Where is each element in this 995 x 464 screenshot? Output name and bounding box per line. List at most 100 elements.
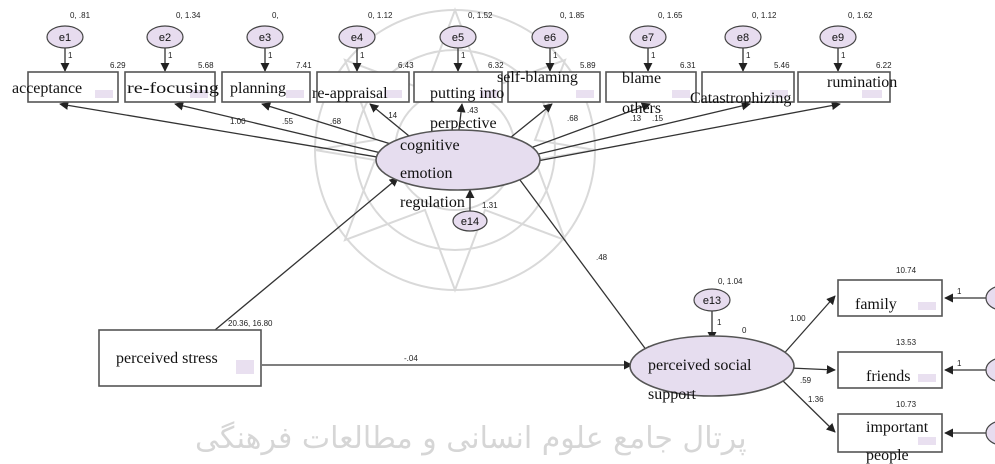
path-selfblaming <box>504 103 553 143</box>
indicator-self-blaming: self-blaming 5.89 <box>497 61 601 103</box>
error-variance: 0, 1.34 <box>176 11 201 20</box>
indicator-intercept: 5.89 <box>580 61 596 70</box>
indicator-label: re-focusing <box>127 80 219 97</box>
error-label: e8 <box>737 32 749 44</box>
indicator-intercept: 5.68 <box>198 61 214 70</box>
loading-refocusing: .55 <box>282 117 294 126</box>
unit-9: 1 <box>841 51 846 60</box>
outcome-label: family <box>855 296 897 313</box>
pss-mean: 0 <box>742 326 747 335</box>
error-e7: e7 0, 1.65 <box>629 11 683 49</box>
watermark-text: پرتال جامع علوم انسانی و مطالعات فرهنگی <box>195 421 747 456</box>
path-refocusing <box>174 101 399 158</box>
indicator-intercept: 6.22 <box>876 61 892 70</box>
error-e3: e3 0, <box>246 11 284 49</box>
error-variance: 0, <box>272 11 279 20</box>
observed-perceived-stress: perceived stress 20.36, 16.80 <box>98 319 273 387</box>
error-label: e4 <box>351 32 363 44</box>
loading-acceptance: 1.00 <box>230 117 246 126</box>
path-blame <box>524 102 651 151</box>
indicator-rumination: rumination 6.22 <box>797 61 897 103</box>
error-label: e9 <box>832 32 844 44</box>
indicator-planning: planning 7.41 <box>221 61 312 103</box>
unit-8: 1 <box>746 51 751 60</box>
outcome-loading: 1.36 <box>808 395 824 404</box>
error-label: e6 <box>544 32 556 44</box>
error-variance: 0, 1.04 <box>718 277 743 286</box>
error-e9: e9 0, 1.62 <box>819 11 873 49</box>
error-e5: e5 0, 1.52 <box>439 11 493 49</box>
error-e1: e1 0, .81 <box>46 11 91 49</box>
outcome-family: family 10.74 1.00 1 <box>790 266 962 323</box>
error-e6: e6 0, 1.85 <box>531 11 585 49</box>
error-e13: e13 0, 1.04 1 0 <box>693 277 747 335</box>
unit-e13: 1 <box>717 318 722 327</box>
indicator-intercept: 7.41 <box>296 61 312 70</box>
unit-friends: 1 <box>957 359 962 368</box>
loading-selfblaming: .68 <box>567 114 579 123</box>
indicator-intercept: 6.29 <box>110 61 126 70</box>
right-error-terms <box>985 286 995 445</box>
indicator-intercept: 6.32 <box>488 61 504 70</box>
cer-loadings: 1.00 .55 .68 .14 .43 .68 .13 .15 <box>230 106 664 126</box>
unit-3: 1 <box>268 51 273 60</box>
indicator-intercept: 6.43 <box>398 61 414 70</box>
stress-values: 20.36, 16.80 <box>228 319 273 328</box>
unit-4: 1 <box>360 51 365 60</box>
error-important <box>985 421 995 445</box>
latent-perceived-social-support: perceived social support <box>629 335 795 403</box>
error-terms: e1 0, .81 e2 0, 1.34 e3 0, e4 0, 1.12 e5… <box>46 11 873 49</box>
error-label: e2 <box>159 32 171 44</box>
outcome-loading: 1.00 <box>790 314 806 323</box>
indicator-label: rumination <box>827 74 897 91</box>
outcome-label: important <box>866 419 929 436</box>
indicator-label: blame <box>622 70 661 87</box>
unit-2: 1 <box>168 51 173 60</box>
error-variance: 0, .81 <box>70 11 91 20</box>
path-acceptance <box>59 100 396 161</box>
error-friends <box>985 358 995 382</box>
error-variance: 0, 1.12 <box>752 11 777 20</box>
error-variance: 0, 1.85 <box>560 11 585 20</box>
path-friends <box>789 365 836 375</box>
unit-family: 1 <box>957 287 962 296</box>
error-label: e3 <box>259 32 271 44</box>
outcome-label-line2: people <box>866 447 909 464</box>
path-rumination <box>531 101 841 163</box>
latent-cognitive-emotion-regulation: cognitive emotion regulation <box>375 129 541 211</box>
error-variance: 0, 1.52 <box>468 11 493 20</box>
outcome-intercept: 10.74 <box>896 266 917 275</box>
latent-line3: regulation <box>400 194 465 211</box>
error-variance: 0, 1.12 <box>368 11 393 20</box>
stress-label: perceived stress <box>116 350 218 367</box>
path-cer-pss <box>519 179 651 356</box>
error-label: e1 <box>59 32 71 44</box>
indicator-label: self-blaming <box>497 69 578 86</box>
path-important <box>779 377 836 433</box>
error-variance: 0, 1.65 <box>658 11 683 20</box>
error-label: e7 <box>642 32 654 44</box>
coef-stress-pss: -.04 <box>404 354 418 363</box>
outcome-intercept: 13.53 <box>896 338 917 347</box>
indicator-label: re-appraisal <box>312 85 388 102</box>
loading-reappraisal: .14 <box>386 111 398 120</box>
indicator-label-line2: perpective <box>430 115 497 132</box>
loading-catastrophizing: .15 <box>652 114 664 123</box>
latent-line1: cognitive <box>400 137 460 154</box>
error-variance: 0, 1.62 <box>848 11 873 20</box>
unit-5: 1 <box>461 51 466 60</box>
error-label: e5 <box>452 32 464 44</box>
indicator-label-line2: others <box>622 100 661 117</box>
unit-loadings: 1 1 1 1 1 1 1 1 1 <box>68 51 846 60</box>
indicator-intercept: 6.31 <box>680 61 696 70</box>
error-e8: e8 0, 1.12 <box>724 11 777 49</box>
outcome-label: friends <box>866 368 910 385</box>
path-stress-cer <box>214 177 399 331</box>
indicator-blame-others: blame others 6.31 <box>605 61 697 117</box>
error-e4: e4 0, 1.12 <box>338 11 393 49</box>
error-label: e13 <box>703 295 721 307</box>
unit-7: 1 <box>651 51 656 60</box>
indicator-label: Catastrophizing <box>690 90 791 107</box>
